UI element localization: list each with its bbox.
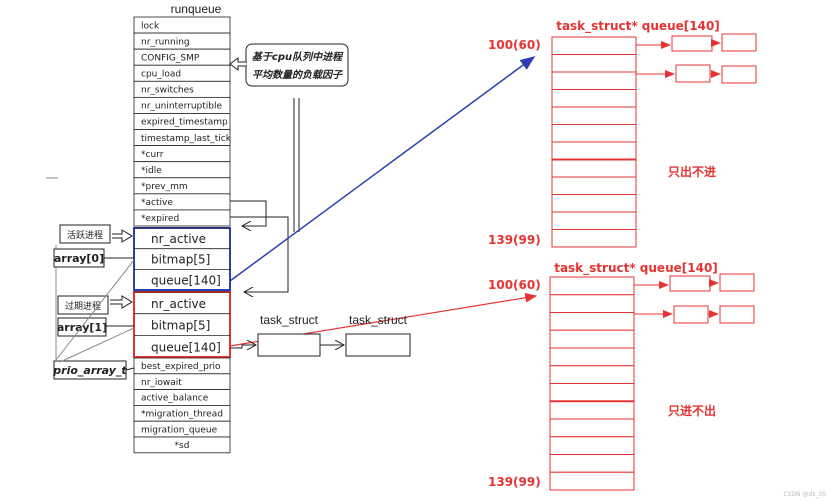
runqueue-tail-field-cell <box>133 436 231 454</box>
runqueue-tail-field: active_balance <box>141 394 209 404</box>
top-queue-note: 只出不进 <box>668 164 716 179</box>
runqueue-field: cpu_load <box>141 70 181 80</box>
queue-slot <box>549 276 635 296</box>
runqueue-field: *active <box>141 198 173 208</box>
runqueue-field: *expired <box>141 214 179 224</box>
expired-process-arrow <box>110 295 133 309</box>
expired-array-fields: nr_active bitmap[5] queue[140] <box>134 291 230 354</box>
bottom-queue-start-label: 100(60) <box>488 278 541 292</box>
array0-label: array[0] <box>54 252 104 265</box>
runqueue-field: lock <box>141 21 160 31</box>
runqueue-field: expired_timestamp <box>141 118 228 128</box>
queue-slot <box>549 418 635 438</box>
queue-slot <box>551 176 637 195</box>
queue-slot <box>549 436 635 455</box>
queue-slot <box>551 211 637 230</box>
runqueue-field-cell <box>133 209 231 227</box>
queue-slot <box>549 471 635 491</box>
runqueue-field: *curr <box>141 150 164 160</box>
runqueue-tail-field: *sd <box>175 441 190 451</box>
queue-slot <box>549 365 635 384</box>
prio-array-label: prio_array_t <box>52 364 127 377</box>
queue-slot <box>549 400 635 420</box>
active-process-arrow <box>112 229 133 243</box>
top-queue-cells <box>551 36 637 248</box>
bottom-queue-note: 只进不出 <box>668 403 716 418</box>
queue-slot <box>551 141 637 160</box>
queue-slot <box>549 294 635 313</box>
bottom-queue-end-label: 139(99) <box>488 475 541 489</box>
active-array-fields: nr_active bitmap[5] queue[140] <box>134 227 230 287</box>
task-struct-box-1 <box>257 333 321 357</box>
expired-field: nr_active <box>151 297 206 311</box>
runqueue-field: nr_running <box>141 37 190 47</box>
active-process-label: 活跃进程 <box>67 229 103 241</box>
top-queue-end-label: 139(99) <box>488 233 541 247</box>
task-struct-box-2 <box>345 333 411 357</box>
prio-array-link-1 <box>55 259 135 361</box>
active-field: nr_active <box>151 232 206 246</box>
callout-line-1: 基于cpu队列中进程 <box>252 51 344 63</box>
runqueue-tail-field: migration_queue <box>141 425 218 435</box>
queue-slot <box>551 124 637 143</box>
runqueue-tail-fields: best_expired_prio nr_iowait active_balance… <box>133 357 231 454</box>
queue-slot <box>549 454 635 473</box>
task-struct-label-1: task_struct <box>260 313 319 327</box>
callout-line-2: 平均数量的负载因子 <box>252 69 343 81</box>
queue-slot <box>549 347 635 367</box>
expired-field: bitmap[5] <box>151 319 210 333</box>
bottom-queue-chains <box>634 273 755 324</box>
callout-arrow <box>229 57 246 71</box>
prio-array-link-2 <box>59 327 135 363</box>
queue-slot <box>551 54 637 73</box>
top-queue-title: task_struct* queue[140] <box>556 19 720 34</box>
task-struct-label-2: task_struct <box>349 313 408 327</box>
runqueue-field: *idle <box>141 166 162 176</box>
expired-process-label: 过期进程 <box>65 300 101 312</box>
queue-slot <box>549 383 635 402</box>
top-queue-start-label: 100(60) <box>488 38 541 52</box>
queue-slot <box>551 89 637 108</box>
queue-slot <box>551 71 637 90</box>
runqueue-title: runqueue <box>171 2 222 16</box>
watermark: CSDN @ds_3S <box>783 491 826 498</box>
active-pointer-line <box>230 200 267 226</box>
queue-to-task-struct-line <box>230 345 256 348</box>
runqueue-field: timestamp_last_tick <box>141 134 232 144</box>
active-field: bitmap[5] <box>151 253 210 267</box>
queue-slot <box>551 36 637 55</box>
queue-slot <box>551 159 637 178</box>
array1-label: array[1] <box>57 321 107 334</box>
active-field: queue[140] <box>151 273 221 287</box>
top-queue-chains <box>636 33 757 84</box>
runqueue-field: CONFIG_SMP <box>141 53 200 63</box>
queue-slot <box>551 229 637 248</box>
expired-pointer-line <box>230 216 289 292</box>
expired-field: queue[140] <box>151 340 221 354</box>
queue-slot <box>549 312 635 331</box>
active-queue-arrow <box>229 56 536 282</box>
runqueue-tail-field: best_expired_prio <box>141 362 221 372</box>
queue-slot <box>549 329 635 349</box>
runqueue-field: nr_uninterruptible <box>141 102 222 112</box>
runqueue-tail-field: nr_iowait <box>141 378 182 388</box>
queue-slot <box>551 194 637 213</box>
bottom-queue-title: task_struct* queue[140] <box>554 261 718 276</box>
active-process-label-box <box>59 224 111 244</box>
runqueue-tail-field: *migration_thread <box>141 410 223 420</box>
bottom-queue-cells <box>549 276 635 491</box>
runqueue-field: nr_switches <box>141 86 194 96</box>
queue-slot <box>551 106 637 125</box>
runqueue-field: *prev_mm <box>141 182 188 192</box>
prio-array-connector <box>125 367 135 371</box>
